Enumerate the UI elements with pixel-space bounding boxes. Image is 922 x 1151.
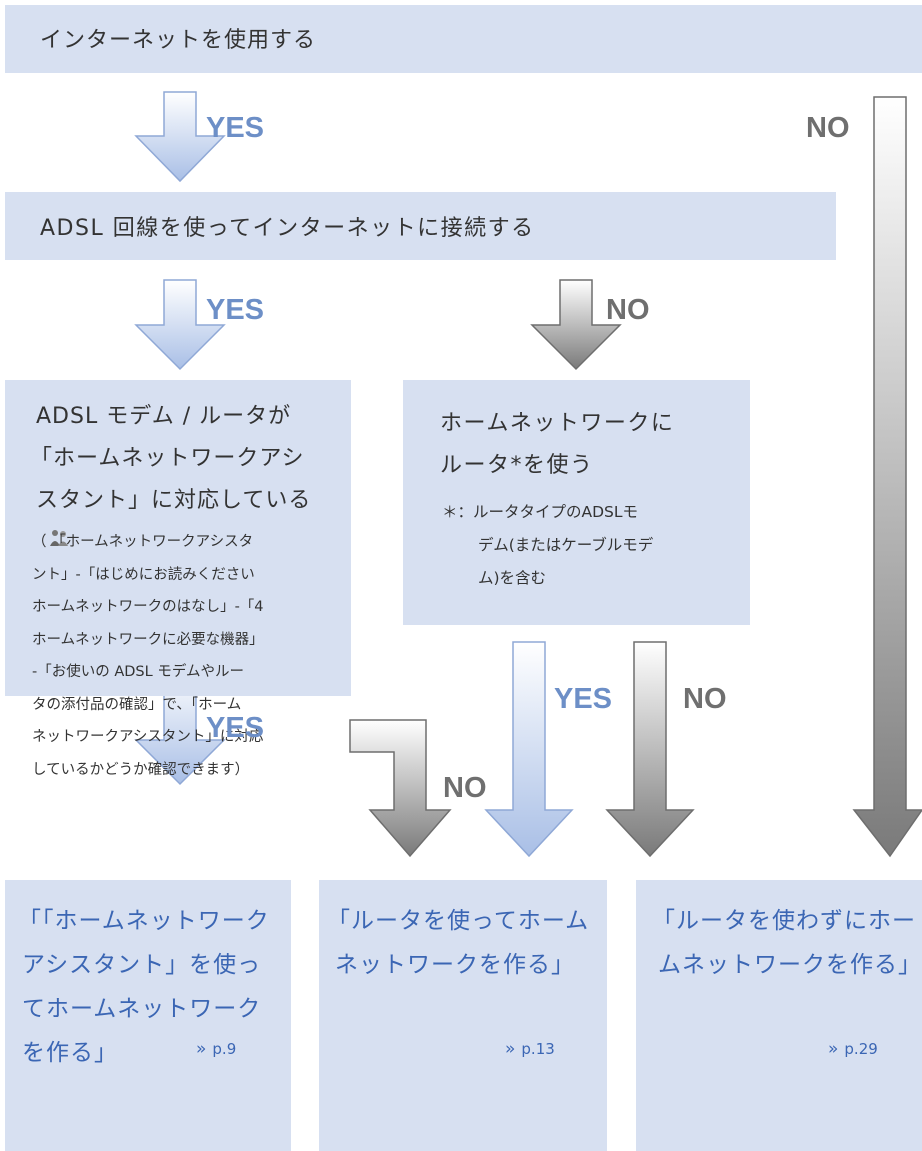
result-assistant-page: p.9: [212, 1040, 237, 1058]
assistant-note-line: （ 「ホームネットワークアシスタ: [32, 534, 254, 550]
question-assistant-line: 「ホームネットワークアシ: [30, 446, 305, 471]
assistant-note-line: ント」-「はじめにお読みください: [32, 566, 255, 583]
assistant-note-line: ホームネットワークに必要な機器」: [32, 631, 264, 648]
yes-label-3: YES: [206, 712, 265, 744]
yes-label-2: YES: [206, 294, 265, 326]
result-assistant-box[interactable]: [5, 880, 291, 1151]
no-label-q2: NO: [606, 294, 650, 326]
result-router-line: 「ルータを使ってホーム: [327, 908, 590, 934]
question-adsl-box: [5, 192, 836, 260]
router-footnote-line: ＊：ルータタイプのADSLモ: [442, 503, 639, 521]
result-no-router-box[interactable]: [636, 880, 922, 1151]
question-assistant-line: ADSL モデム / ルータが: [36, 404, 292, 429]
result-router-page-link[interactable]: » p.13: [505, 1039, 555, 1059]
result-assistant-line: 「「ホームネットワーク: [18, 908, 270, 934]
no-label-q3: NO: [443, 772, 487, 804]
question-assistant-text: ADSL モデム / ルータが 「ホームネットワークアシ スタント」に対応してい…: [30, 396, 312, 522]
result-assistant-line: アシスタント」を使っ: [22, 952, 262, 978]
result-no-router-text[interactable]: 「ルータを使わずにホー ムネットワークを作る」: [652, 899, 922, 987]
no-label-q1: NO: [806, 112, 850, 144]
yes-arrow-4: [484, 641, 574, 858]
double-chevron-icon: »: [828, 1039, 839, 1059]
question-router-line: ルータ*を使う: [440, 453, 594, 478]
double-chevron-icon: »: [196, 1039, 207, 1059]
result-no-router-page: p.29: [844, 1040, 878, 1058]
assistant-note-line: ネットワークアシスタント」に対応: [32, 729, 264, 745]
result-router-page: p.13: [521, 1040, 555, 1058]
assistant-note-line: しているかどうか確認できます）: [32, 761, 250, 778]
assistant-note-line: ホームネットワークのはなし」-「4: [32, 599, 264, 615]
network-people-icon: [49, 528, 69, 548]
question-router-line: ホームネットワークに: [440, 411, 675, 436]
result-no-router-line: 「ルータを使わずにホー: [652, 908, 916, 934]
result-router-text[interactable]: 「ルータを使ってホーム ネットワークを作る」: [327, 899, 589, 987]
router-footnote: ＊：ルータタイプのADSLモ デム(またはケーブルモデ ム)を含む: [442, 496, 653, 595]
result-assistant-text[interactable]: 「「ホームネットワーク アシスタント」を使っ てホームネットワーク を作る」: [18, 899, 270, 1075]
question-internet-box: [5, 5, 922, 73]
question-assistant-line: スタント」に対応している: [36, 488, 312, 513]
assistant-note-line: -「お使いの ADSL モデムやルー: [32, 664, 245, 680]
result-router-box[interactable]: [319, 880, 607, 1151]
assistant-note: （ 「ホームネットワークアシスタ ント」-「はじめにお読みください ホームネット…: [32, 526, 264, 786]
result-no-router-line: ムネットワークを作る」: [658, 952, 922, 978]
result-assistant-line: を作る」: [22, 1040, 118, 1066]
result-router-line: ネットワークを作る」: [335, 952, 575, 978]
yes-arrow-1: [134, 91, 226, 183]
no-arrow-q3: [349, 719, 452, 858]
no-arrow-q4: [605, 641, 695, 858]
question-assistant-box: [5, 380, 351, 696]
result-no-router-page-link[interactable]: » p.29: [828, 1039, 878, 1059]
router-footnote-line: デム(またはケーブルモデ: [478, 536, 654, 554]
question-router-box: [403, 380, 750, 625]
assistant-note-line: タの添付品の確認」で、「ホーム: [32, 696, 242, 713]
double-chevron-icon: »: [505, 1039, 516, 1059]
no-label-q4: NO: [683, 683, 727, 715]
yes-label-1: YES: [206, 112, 265, 144]
question-internet-text: インターネットを使用する: [40, 28, 317, 53]
yes-arrow-2: [134, 279, 226, 371]
no-arrow-q1: [852, 96, 922, 858]
question-adsl-text: ADSL 回線を使ってインターネットに接続する: [40, 216, 535, 241]
router-footnote-line: ム)を含む: [478, 569, 547, 587]
question-router-text: ホームネットワークに ルータ*を使う: [440, 403, 674, 487]
no-arrow-q2: [530, 279, 622, 371]
result-assistant-line: てホームネットワーク: [22, 996, 262, 1022]
yes-label-4: YES: [554, 683, 613, 715]
result-assistant-page-link[interactable]: » p.9: [196, 1039, 236, 1059]
